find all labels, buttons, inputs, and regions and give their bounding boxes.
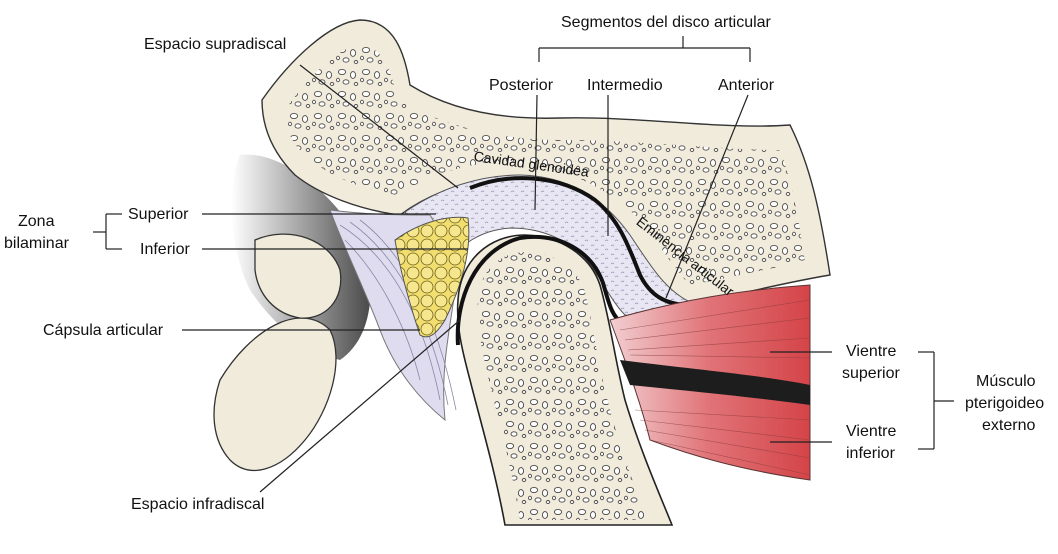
label-musculo-3: externo (982, 417, 1035, 434)
muscle-fibers (619, 299, 811, 476)
tympanic-bone (254, 233, 342, 319)
label-inferior: Inferior (140, 241, 190, 258)
glenoid-cortex (469, 176, 691, 307)
label-espacio-supradiscal: Espacio supradiscal (144, 36, 286, 53)
leader-lines (93, 36, 954, 493)
label-superior: Superior (128, 206, 189, 223)
label-zona: Zona (18, 213, 55, 230)
label-musculo-1: Músculo (976, 373, 1036, 390)
label-capsula: Cápsula articular (43, 322, 164, 339)
label-anterior: Anterior (718, 77, 775, 94)
label-vientre-sup-1: Vientre (846, 343, 897, 360)
label-segmentos: Segmentos del disco articular (561, 14, 772, 31)
mandibular-condyle-trabecular (477, 252, 648, 520)
condyle-cortex (455, 234, 624, 346)
label-intermedio: Intermedio (587, 77, 663, 94)
label-bilaminar: bilaminar (4, 235, 70, 252)
label-vientre-inf-2: inferior (846, 445, 896, 462)
label-espacio-infradiscal: Espacio infradiscal (131, 496, 264, 513)
retrodiscal-fat (394, 216, 470, 338)
posterior-process-bone (213, 317, 337, 471)
label-musculo-2: pterigoideo (965, 395, 1044, 412)
label-posterior: Posterior (489, 77, 554, 94)
muscle-septum (620, 360, 810, 405)
label-vientre-sup-2: superior (842, 365, 900, 382)
temporal-bone-trabecular (284, 45, 805, 285)
label-vientre-inf-1: Vientre (846, 423, 897, 440)
